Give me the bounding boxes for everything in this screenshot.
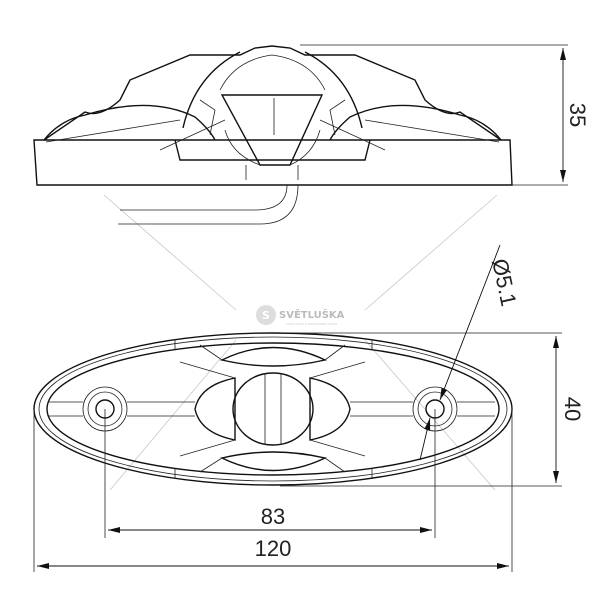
dimension-label-height: 35 xyxy=(565,103,590,127)
bottom-view xyxy=(33,332,513,486)
side-view xyxy=(33,45,513,225)
dimension-label-width: 40 xyxy=(560,397,585,421)
dimension-hole-spacing: 83 xyxy=(104,409,436,538)
svg-text:S: S xyxy=(262,309,270,322)
dimension-label-hole-spacing: 83 xyxy=(261,504,285,529)
dimension-width: 40 xyxy=(280,332,585,487)
dimension-length: 120 xyxy=(33,409,513,572)
dimension-label-hole-diameter: Ø5.1 xyxy=(487,257,521,309)
dimension-label-length: 120 xyxy=(255,536,292,561)
watermark-brand: SVĚTLUŠKA xyxy=(279,308,345,321)
dimension-height: 35 xyxy=(300,44,590,186)
watermark-tagline: VAŠE CESTA K NÁHRADNÍM DÍLŮM xyxy=(286,321,338,326)
watermark-logo: S SVĚTLUŠKA VAŠE CESTA K NÁHRADNÍM DÍLŮM xyxy=(256,305,345,326)
construction-lines xyxy=(103,194,498,491)
